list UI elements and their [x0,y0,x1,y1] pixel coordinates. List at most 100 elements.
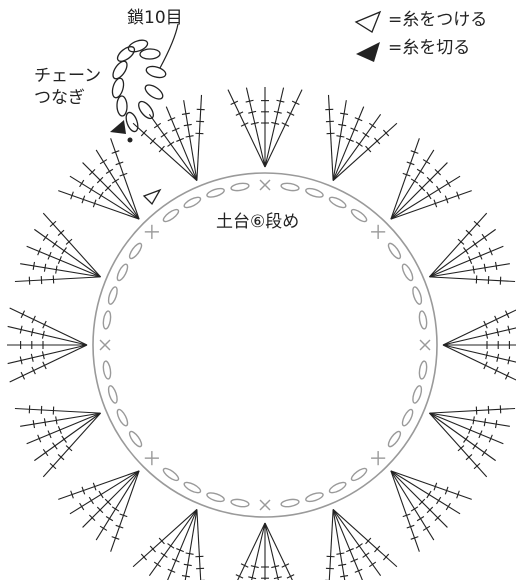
stitch-crossbar [472,416,475,425]
stitch-crossbar [79,179,85,188]
legend-cut-yarn-text: =糸を切る [388,38,471,58]
stitch-crossbar [485,351,489,360]
stitch-crossbar [250,121,259,125]
chain-stitch [206,187,225,198]
tall-stitch [245,87,266,168]
stitch-crossbar [504,310,510,319]
stitch-crossbar [55,416,58,425]
stitch-crossbar [99,525,108,531]
chain-stitch [116,46,136,62]
stitch-crossbar [507,325,511,334]
stitch-crossbar [158,537,165,545]
tall-stitch [442,309,516,346]
stitch-crossbar [402,513,411,518]
chain-stitch [387,430,402,448]
chain-join-label-line1: チェーン [34,66,102,86]
tall-stitch [9,307,88,346]
tall-stitch [20,263,101,278]
tall-stitch [58,470,140,500]
single-crochet-mark [259,499,271,511]
stitch-crossbar [426,176,434,184]
chain-stitch [412,385,423,404]
stitch-crossbar [463,435,469,443]
chain-stitch [116,95,128,117]
stitch-crossbar [338,123,347,127]
legend-filled-triangle-icon [356,42,380,62]
stitch-crossbar [42,233,49,242]
tall-stitch [110,470,140,552]
stitch-crossbar [96,176,104,184]
stitch-crossbar [494,261,498,270]
tall-stitch [390,470,420,552]
stitch-crossbar [92,482,97,491]
stitch-crossbar [444,195,449,204]
stitch-crossbar [88,168,96,176]
stitch-crossbar [240,563,249,568]
chain-stitch [116,263,129,282]
stitch-crossbar [96,506,104,514]
stitch-crossbar [167,117,176,122]
stitch-crossbar [483,418,487,427]
stitch-crossbar [49,220,57,228]
stitch-crossbar [340,112,349,116]
stitch-crossbar [483,263,487,272]
stitch-crossbar [104,498,112,506]
chain-stitch [350,467,368,482]
stitch-crossbar [115,161,124,166]
stitch-crossbar [496,353,500,362]
stitch-crossbar [149,137,156,145]
stitch-crossbar [61,247,67,255]
stitch-crossbar [374,545,381,553]
stitch-crossbar [79,502,85,511]
stitch-crossbar [98,490,104,499]
tall-stitch [196,509,202,580]
stitch-crossbar [235,111,244,116]
stitch-crossbar [55,265,58,274]
stitch-crossbar [410,506,419,512]
stitch-crossbar [346,137,354,142]
stitch-crossbar [81,195,86,204]
tall-stitch [332,122,398,181]
stitch-crossbar [422,525,431,531]
stitch-crossbar [355,141,363,147]
tall-stitch [390,149,435,220]
tall-stitch [42,212,101,278]
tall-stitch [429,407,516,414]
stitch-crossbar [153,122,162,129]
stitch-crossbar [104,184,112,192]
tall-stitch [332,509,363,580]
chain-stitch [350,208,368,223]
stitch-crossbar [286,111,295,116]
legend-open-triangle-icon [354,10,382,33]
stitch-crossbar [140,129,148,137]
stitch-crossbar [494,366,499,375]
stitch-crossbar [368,122,377,129]
tall-stitch [9,344,88,383]
stitch-crossbar [338,563,347,567]
tall-stitch [167,509,198,580]
stitch-crossbar [160,552,168,558]
stitch-crossbar [42,320,47,329]
stitch-crossbar [273,576,282,580]
stitch-crossbar [444,486,449,495]
stitch-crossbar [496,328,500,337]
stitch-crossbar [350,127,359,132]
outer-stitch-ring [7,87,516,580]
cut-yarn-marker [110,120,126,134]
tall-stitch [264,522,279,580]
stitch-crossbar [160,132,168,138]
stitch-crossbar [406,524,415,529]
stitch-crossbar [426,490,432,499]
single-crochet-mark [419,339,431,351]
stitch-crossbar [473,462,481,470]
stitch-crossbar [362,552,370,558]
tall-stitch [390,190,472,220]
stitch-crossbar [433,482,438,491]
chain-stitch [412,286,423,305]
stitch-crossbar [32,261,36,270]
stitch-crossbar [354,117,363,122]
stitch-crossbar [111,506,120,512]
stitch-crossbar [41,330,45,339]
chain-10-loop [111,23,179,133]
stitch-crossbar [37,247,42,256]
